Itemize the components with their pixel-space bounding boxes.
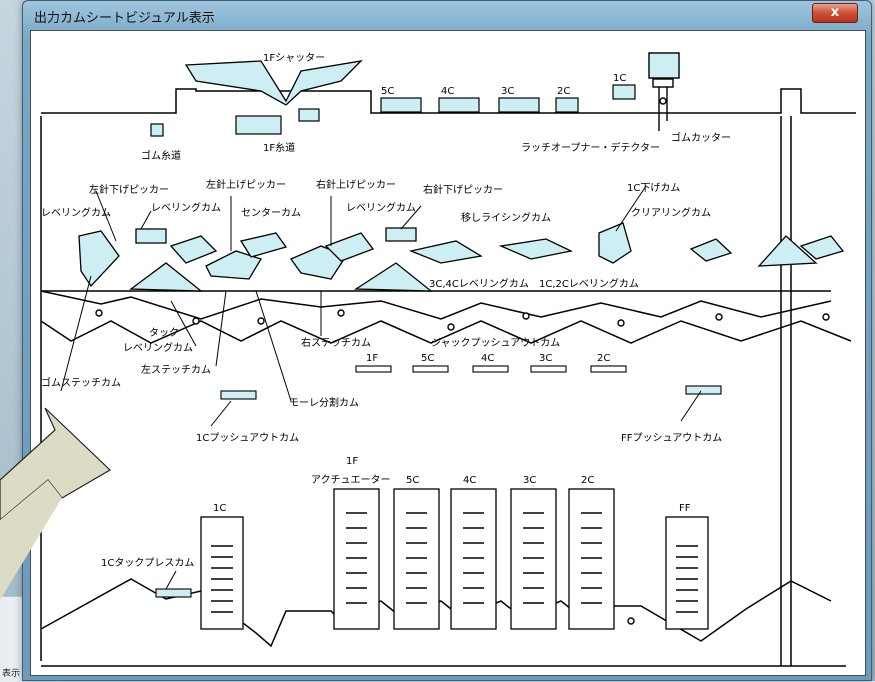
- label-row-4c: 4C: [481, 353, 494, 364]
- background-window-text: 表示: [2, 669, 21, 679]
- label-1f-thread: 1F糸道: [263, 141, 295, 154]
- label-left-stitch-cam: 左ステッチカム: [141, 363, 211, 376]
- label-leveling-cam-3: レベリングカム: [346, 201, 416, 214]
- label-1c: 1C: [613, 73, 626, 84]
- label-left-raise-picker: 左針上げピッカー: [206, 178, 286, 191]
- cam-sheet-canvas: 1Fシャッター 5C 4C 3C 2C 1C ゴム糸道 1F糸道 ラッチオープナ…: [30, 30, 866, 676]
- label-1f-shutter: 1Fシャッター: [263, 52, 325, 64]
- label-latch-opener: ラッチオープナー・デテクター: [521, 141, 660, 154]
- label-ff-pushout-cam: FFプッシュアウトカム: [621, 432, 722, 444]
- label-right-lower-picker: 右針下げピッカー: [423, 183, 503, 196]
- label-leveling-cam-2: レベリングカム: [151, 201, 221, 214]
- channel-boxes: [150, 84, 636, 137]
- actuator-columns: [200, 488, 709, 630]
- label-row-5c: 5C: [421, 353, 434, 364]
- label-4c: 4C: [441, 86, 454, 97]
- label-actuator-1c: 1C: [213, 503, 226, 514]
- close-button[interactable]: x: [812, 3, 858, 23]
- label-gum-thread: ゴム糸道: [141, 149, 181, 162]
- label-row-1f: 1F: [366, 353, 378, 364]
- label-mole-split-cam: モーレ分割カム: [289, 396, 359, 409]
- upper-cams: [78, 222, 845, 292]
- main-window: 出力カムシートビジュアル表示 x: [22, 0, 872, 681]
- diagram-labels: 1Fシャッター 5C 4C 3C 2C 1C ゴム糸道 1F糸道 ラッチオープナ…: [41, 52, 731, 569]
- jack-row-markers: [355, 365, 627, 373]
- label-1c-pushout-cam: 1Cプッシュアウトカム: [196, 432, 299, 444]
- title-bar[interactable]: 出力カムシートビジュアル表示 x: [22, 0, 872, 30]
- actuator-ticks: [211, 512, 698, 613]
- label-clearing-cam: クリアリングカム: [631, 206, 711, 219]
- label-row-2c: 2C: [597, 353, 610, 364]
- label-tuck-leveling-cam: レベリングカム: [123, 341, 193, 354]
- label-right-raise-picker: 右針上げピッカー: [316, 178, 396, 191]
- label-jack-pushout-cam: ジャックプッシュアウトカム: [431, 337, 560, 349]
- label-gum-cutter: ゴムカッター: [671, 131, 731, 144]
- label-3c: 3C: [501, 86, 514, 97]
- label-actuator-5c: 5C: [406, 475, 419, 486]
- label-actuator-1f: 1F: [346, 456, 358, 467]
- diagram-lines: [40, 88, 856, 667]
- label-actuator-4c: 4C: [463, 475, 476, 486]
- wave-holes: [95, 309, 830, 625]
- cam-diagram: 1Fシャッター 5C 4C 3C 2C 1C ゴム糸道 1F糸道 ラッチオープナ…: [40, 52, 856, 667]
- gum-cutter-icon: [648, 52, 680, 131]
- label-3c4c-leveling-cam: 3C,4Cレベリングカム: [429, 277, 529, 290]
- label-leveling-cam-1: レベリングカム: [41, 206, 111, 219]
- window-title: 出力カムシートビジュアル表示: [34, 11, 215, 26]
- label-actuator-2c: 2C: [581, 475, 594, 486]
- label-row-3c: 3C: [539, 353, 552, 364]
- label-actuator: アクチュエーター: [311, 474, 391, 486]
- leader-lines: [60, 185, 702, 590]
- label-actuator-ff: FF: [679, 503, 691, 514]
- label-actuator-3c: 3C: [523, 475, 536, 486]
- label-2c: 2C: [557, 86, 570, 97]
- shutter-shape: [184, 60, 363, 106]
- label-left-lower-picker: 左針下げピッカー: [89, 183, 169, 196]
- label-right-stitch-cam: 右ステッチカム: [301, 336, 371, 349]
- label-center-cam: センターカム: [241, 207, 301, 219]
- label-1c2c-leveling-cam: 1C,2Cレベリングカム: [539, 277, 639, 290]
- label-1c-lower-cam: 1C下げカム: [627, 182, 680, 194]
- label-1c-tuck-press-cam: 1Cタックプレスカム: [101, 557, 194, 569]
- pushout-markers: [155, 385, 722, 598]
- label-tuck: タック: [149, 327, 179, 339]
- label-5c: 5C: [381, 86, 394, 97]
- label-gum-stitch-cam: ゴムステッチカム: [41, 376, 121, 389]
- label-transfer-rising-cam: 移しライシングカム: [461, 211, 551, 224]
